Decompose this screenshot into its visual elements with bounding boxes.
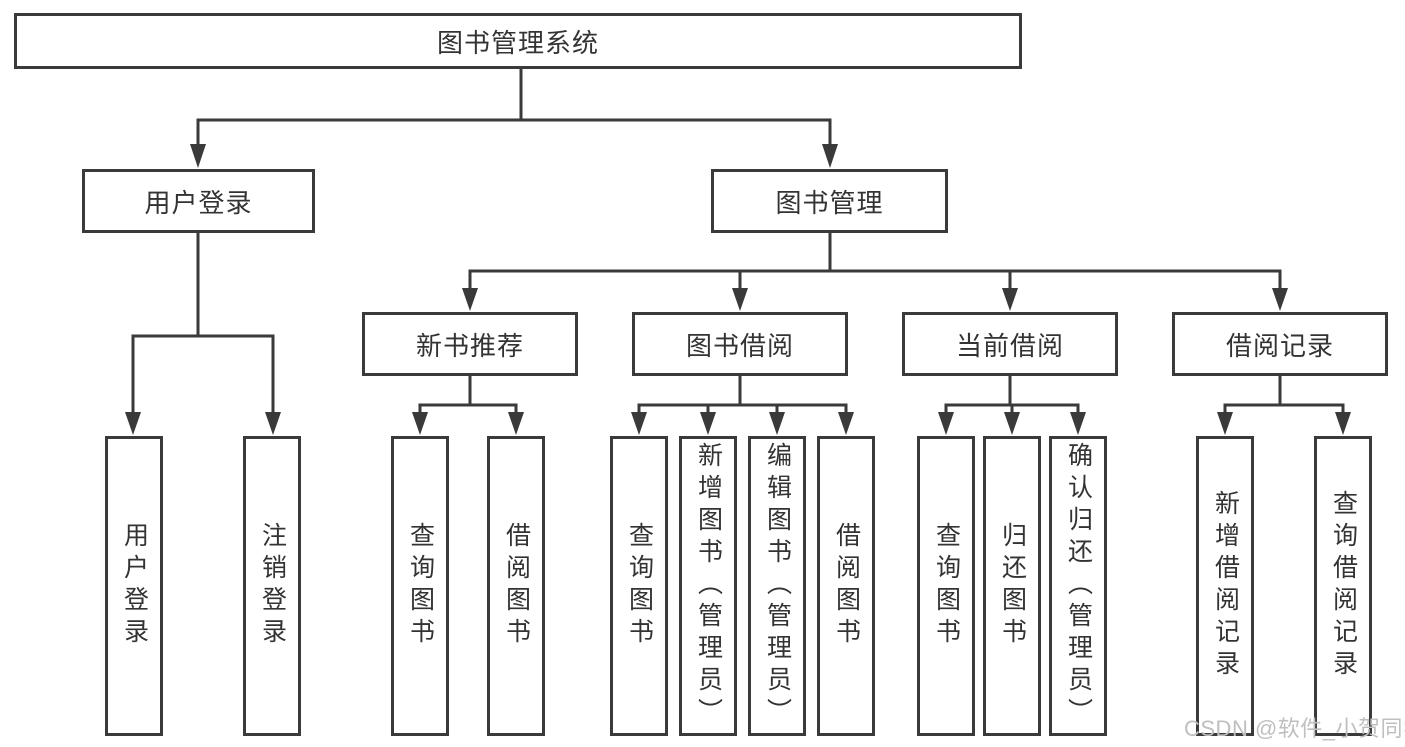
leaf-borrow-borrow-book-label: 借阅图书: [832, 522, 861, 650]
leaf-current-confirm-return-admin: 确认归还（管理员）: [1049, 436, 1107, 736]
leaf-record-query-label: 查询借阅记录: [1329, 490, 1358, 682]
leaf-current-query-book: 查询图书: [917, 436, 975, 736]
leaf-current-query-book-label: 查询图书: [932, 522, 961, 650]
node-root: 图书管理系统: [14, 13, 1022, 69]
leaf-current-return-book: 归还图书: [983, 436, 1041, 736]
connector-book-management-branch: [462, 233, 1288, 311]
node-user-login-label: 用户登录: [144, 187, 253, 218]
node-user-login: 用户登录: [82, 169, 315, 233]
node-book-borrow: 图书借阅: [632, 312, 848, 376]
leaf-user-login: 用户登录: [105, 436, 163, 736]
connector-current-borrow-branch: [938, 376, 1086, 435]
leaf-current-return-book-label: 归还图书: [998, 522, 1027, 650]
node-root-label: 图书管理系统: [436, 27, 599, 58]
leaf-borrow-borrow-book: 借阅图书: [817, 436, 875, 736]
leaf-record-add-label: 新增借阅记录: [1211, 490, 1240, 682]
leaf-record-add: 新增借阅记录: [1196, 436, 1254, 736]
csdn-watermark: CSDN @软件_小贺同学: [1184, 716, 1405, 741]
connector-root: [190, 68, 838, 168]
leaf-borrow-add-book-admin-label: 新增图书（管理员）: [694, 442, 723, 730]
leaf-newbook-borrow-book: 借阅图书: [487, 436, 545, 736]
node-borrow-record-label: 借阅记录: [1225, 330, 1334, 361]
node-borrow-record: 借阅记录: [1172, 312, 1388, 376]
leaf-logout-label: 注销登录: [258, 522, 287, 650]
node-book-management: 图书管理: [711, 169, 948, 233]
leaf-borrow-edit-book-admin-label: 编辑图书（管理员）: [763, 442, 792, 730]
node-book-management-label: 图书管理: [775, 187, 884, 218]
node-book-borrow-label: 图书借阅: [685, 330, 794, 361]
node-current-borrow: 当前借阅: [902, 312, 1118, 376]
leaf-borrow-query-book: 查询图书: [610, 436, 668, 736]
node-new-book-recommend-label: 新书推荐: [415, 330, 524, 361]
connector-book-borrow-branch: [631, 376, 854, 435]
leaf-borrow-edit-book-admin: 编辑图书（管理员）: [748, 436, 806, 736]
connector-user-login-branch: [125, 233, 281, 435]
leaf-newbook-query-book: 查询图书: [391, 436, 449, 736]
leaf-newbook-borrow-book-label: 借阅图书: [502, 522, 531, 650]
leaf-newbook-query-book-label: 查询图书: [406, 522, 435, 650]
node-current-borrow-label: 当前借阅: [955, 330, 1064, 361]
connector-borrow-record-branch: [1217, 376, 1351, 435]
node-new-book-recommend: 新书推荐: [362, 312, 578, 376]
leaf-user-login-label: 用户登录: [120, 522, 149, 650]
leaf-borrow-add-book-admin: 新增图书（管理员）: [679, 436, 737, 736]
leaf-borrow-query-book-label: 查询图书: [625, 522, 654, 650]
leaf-logout: 注销登录: [243, 436, 301, 736]
connector-new-book-branch: [412, 376, 524, 435]
leaf-current-confirm-return-admin-label: 确认归还（管理员）: [1064, 442, 1093, 730]
leaf-record-query: 查询借阅记录: [1314, 436, 1372, 736]
